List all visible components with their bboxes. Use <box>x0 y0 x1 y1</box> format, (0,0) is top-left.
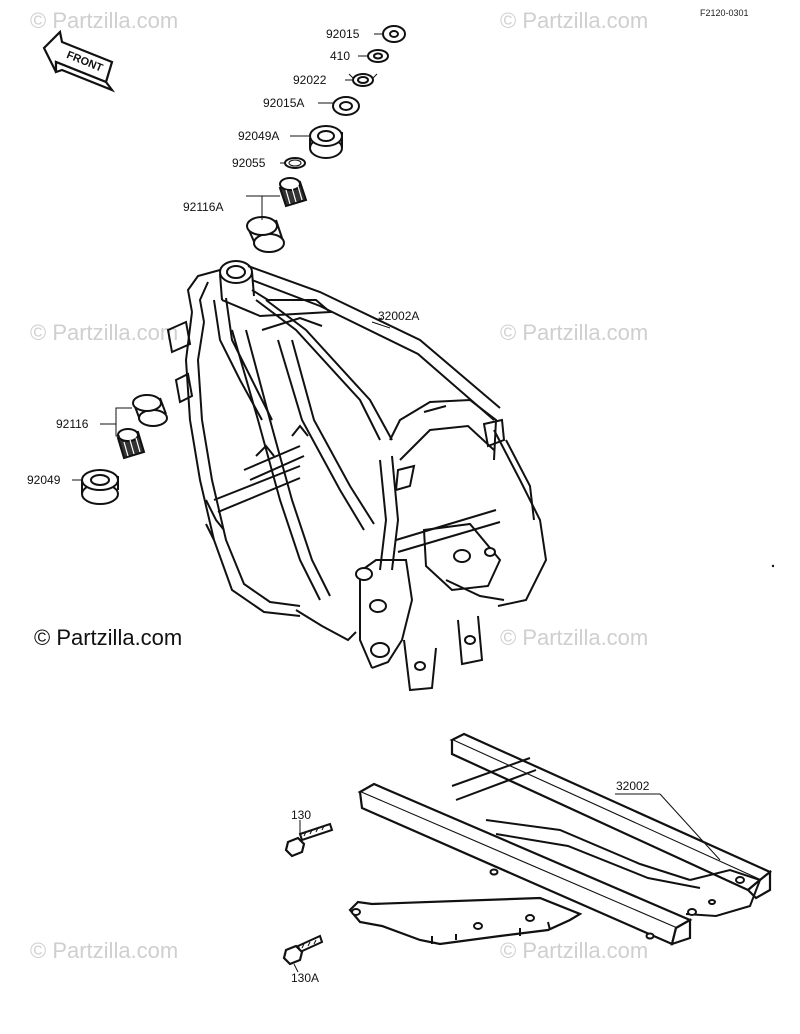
part-32002-subframe[interactable] <box>348 732 773 946</box>
watermark-main: © Partzilla.com <box>34 625 182 650</box>
diagram-code: F2120-0301 <box>700 8 749 18</box>
label-92015: 92015 <box>326 27 360 41</box>
label-92015A: 92015A <box>263 96 304 110</box>
watermark-top-right: © Partzilla.com <box>500 8 648 33</box>
stray-dot <box>771 564 775 568</box>
label-92055: 92055 <box>232 156 266 170</box>
label-92049A: 92049A <box>238 129 279 143</box>
part-92116-race[interactable] <box>132 394 168 427</box>
watermark-bottom-right: © Partzilla.com <box>500 938 648 963</box>
label-32002: 32002 <box>616 779 650 793</box>
part-92049-seal[interactable] <box>81 469 119 505</box>
part-92116A-race[interactable] <box>246 216 285 253</box>
part-92015-nut[interactable] <box>382 25 406 43</box>
part-130-bolt[interactable] <box>284 822 334 858</box>
part-410-washer[interactable] <box>367 49 389 63</box>
part-92116-bearing[interactable] <box>116 428 146 460</box>
watermark-top-left: © Partzilla.com <box>30 8 178 33</box>
label-92049: 92049 <box>27 473 61 487</box>
label-410: 410 <box>330 49 350 63</box>
part-32002A-main-frame[interactable] <box>166 260 548 692</box>
label-92022: 92022 <box>293 73 327 87</box>
part-92055-oring[interactable] <box>284 157 306 169</box>
label-32002A: 32002A <box>378 309 419 323</box>
part-92022-lockwasher[interactable] <box>348 73 378 87</box>
label-130A: 130A <box>291 971 319 985</box>
label-92116: 92116 <box>56 417 89 431</box>
part-92015A-nut[interactable] <box>332 96 360 116</box>
watermark-bottom-left: © Partzilla.com <box>30 938 178 963</box>
watermark-lower-right: © Partzilla.com <box>500 625 648 650</box>
watermark-mid-right: © Partzilla.com <box>500 320 648 345</box>
part-92116A-bearing[interactable] <box>278 177 308 208</box>
front-arrow-icon: FRONT <box>42 29 116 93</box>
label-92116A: 92116A <box>183 200 223 214</box>
label-130: 130 <box>291 808 311 822</box>
part-130A-bolt[interactable] <box>282 934 324 966</box>
watermark-mid-left: © Partzilla.com <box>30 320 178 345</box>
part-92049A-seal[interactable] <box>309 125 343 159</box>
